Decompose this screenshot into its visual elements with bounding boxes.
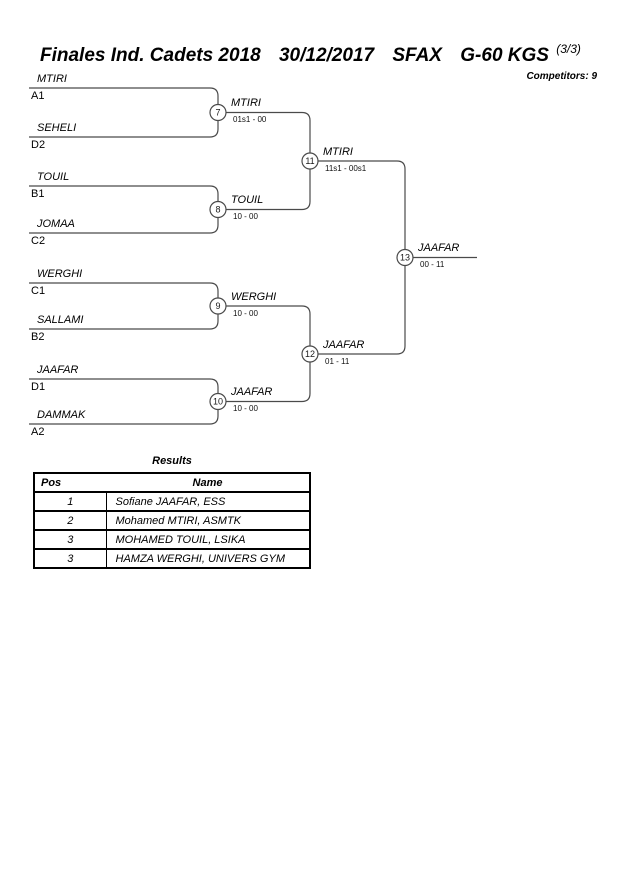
player-name: JAAFAR — [37, 364, 79, 376]
match-13-node — [396, 248, 414, 267]
match-11-node — [301, 152, 319, 170]
pos-cell: 3 — [34, 529, 107, 549]
match-9-number: 9 — [215, 301, 220, 311]
player-seed: D1 — [31, 381, 46, 393]
results-header-row: Pos Name — [34, 473, 310, 493]
match-score: 10 - 00 — [233, 309, 258, 318]
title-venue: SFAX — [392, 45, 442, 66]
match-13-number: 13 — [400, 253, 410, 263]
name-cell: MOHAMED TOUIL, LSIKA — [106, 529, 310, 549]
winner-name: JAAFAR — [231, 386, 273, 398]
title-event: Finales Ind. Cadets 2018 — [40, 45, 261, 66]
player-seed: B1 — [31, 188, 45, 200]
winner-7-connector — [226, 111, 311, 153]
name-cell: Sofiane JAAFAR, ESS — [106, 491, 310, 511]
page-title: Finales Ind. Cadets 2018 30/12/2017 SFAX… — [40, 42, 581, 67]
title-category: G-60 KGS — [460, 45, 549, 66]
final-score: 00 - 11 — [420, 260, 445, 269]
match-11-number: 11 — [305, 156, 314, 166]
player-name: SALLAMI — [37, 314, 84, 326]
winner-11-connector — [318, 160, 406, 250]
name-cell: Mohamed MTIRI, ASMTK — [106, 510, 310, 530]
pos-cell: 2 — [34, 510, 107, 530]
winner-name: JAAFAR — [323, 339, 365, 351]
competitors-count: Competitors: 9 — [526, 71, 597, 82]
pos-cell: 3 — [34, 548, 107, 568]
match-7-node — [209, 103, 227, 122]
match-score: 10 - 00 — [233, 212, 258, 221]
player-name: WERGHI — [37, 268, 83, 280]
player-name: MTIRI — [37, 73, 67, 85]
winner-name: MTIRI — [323, 146, 353, 158]
match-10-node — [209, 392, 227, 411]
pos-column-header: Pos — [34, 473, 106, 493]
winner-9-connector — [226, 305, 311, 346]
table-row: 3 MOHAMED TOUIL, LSIKA — [34, 529, 310, 549]
winner-name: MTIRI — [231, 97, 261, 109]
match-10-number: 10 — [213, 397, 223, 407]
player-name: TOUIL — [37, 171, 70, 183]
table-row: 2 Mohamed MTIRI, ASMTK — [34, 510, 310, 530]
player-seed: D2 — [31, 139, 46, 151]
winner-name: TOUIL — [231, 194, 264, 206]
title-sheet-number: (3/3) — [556, 42, 581, 56]
player-seed: A1 — [31, 90, 45, 102]
match-score: 01 - 11 — [325, 357, 350, 366]
results-title: Results — [152, 455, 192, 467]
match-8-node — [209, 200, 227, 219]
match-12-node — [301, 345, 319, 363]
winner-8-connector — [226, 169, 311, 211]
name-cell: HAMZA WERGHI, UNIVERS GYM — [106, 548, 310, 568]
match-score: 10 - 00 — [233, 404, 258, 413]
player-seed: A2 — [31, 426, 45, 438]
pos-cell: 1 — [34, 491, 107, 511]
player-seed: C2 — [31, 235, 46, 247]
player-seed: C1 — [31, 285, 46, 297]
table-row: 3 HAMZA WERGHI, UNIVERS GYM — [34, 548, 310, 568]
bracket-diagram: 7 8 9 10 11 12 13 — [29, 87, 477, 425]
match-12-number: 12 — [305, 349, 315, 359]
winner-10-connector — [226, 362, 311, 403]
match-9-node — [209, 297, 227, 315]
match-score: 11s1 - 00s1 — [325, 164, 367, 173]
winner-12-connector — [318, 265, 406, 355]
winner-name: WERGHI — [231, 291, 277, 303]
title-date: 30/12/2017 — [278, 45, 375, 66]
player-name: SEHELI — [37, 122, 77, 134]
match-number-nodes: 7 8 9 10 11 12 13 — [209, 103, 414, 411]
champion-name: JAAFAR — [418, 242, 460, 254]
match-8-number: 8 — [215, 205, 220, 215]
match-7-number: 7 — [215, 108, 220, 118]
player-seed: B2 — [31, 331, 45, 343]
table-row: 1 Sofiane JAAFAR, ESS — [34, 491, 310, 511]
player-name: DAMMAK — [37, 409, 86, 421]
name-column-header: Name — [106, 473, 310, 493]
match-score: 01s1 - 00 — [233, 115, 267, 124]
results-table: Pos Name 1 Sofiane JAAFAR, ESS 2 Mohamed… — [33, 472, 311, 569]
player-name: JOMAA — [37, 218, 75, 230]
